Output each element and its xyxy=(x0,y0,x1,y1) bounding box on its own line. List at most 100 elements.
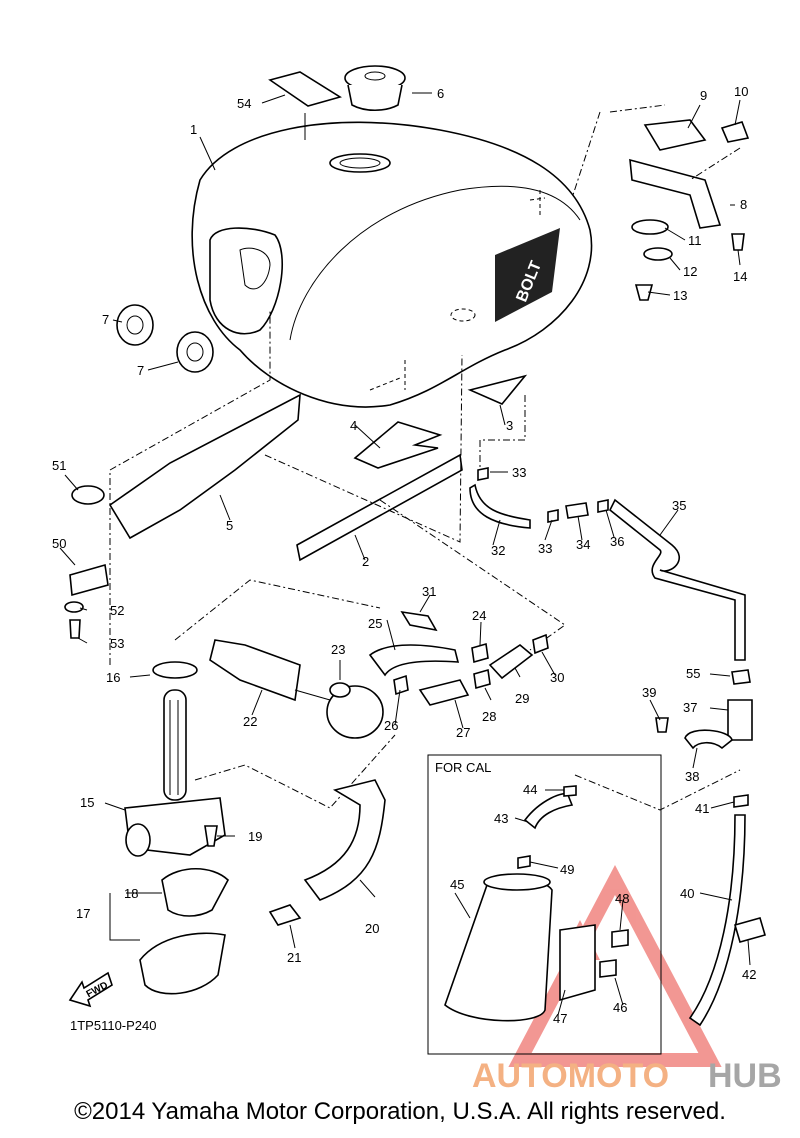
callout-53: 53 xyxy=(110,636,124,651)
bolt-14 xyxy=(731,233,745,251)
callout-8: 8 xyxy=(740,197,747,212)
callout-29: 29 xyxy=(515,691,529,706)
callout-27: 27 xyxy=(456,725,470,740)
clip-36 xyxy=(597,499,609,513)
callout-45: 45 xyxy=(450,877,464,892)
collar-12 xyxy=(643,247,673,261)
callout-46: 46 xyxy=(613,1000,627,1015)
damper-9 xyxy=(643,119,707,151)
callout-39: 39 xyxy=(642,685,656,700)
callout-38: 38 xyxy=(685,769,699,784)
clamp-55 xyxy=(731,669,751,685)
clamp-28 xyxy=(473,668,491,690)
callout-16: 16 xyxy=(106,670,120,685)
hose-35 xyxy=(608,498,746,661)
cal-box xyxy=(427,754,662,1055)
clamp-42 xyxy=(734,917,766,943)
hose-25 xyxy=(368,644,460,677)
callout-9: 9 xyxy=(700,88,707,103)
seal-51 xyxy=(71,485,105,505)
grommet-7a xyxy=(116,304,154,346)
canister-45 xyxy=(444,873,553,1022)
callout-5: 5 xyxy=(226,518,233,533)
callout-48: 48 xyxy=(615,891,629,906)
bracket-47 xyxy=(559,924,596,1002)
label-plate-54 xyxy=(268,71,342,107)
callout-31: 31 xyxy=(422,584,436,599)
cover-17 xyxy=(139,932,226,995)
damper-11 xyxy=(631,219,669,235)
fwd-label: FWD xyxy=(85,980,110,1000)
bolt-48 xyxy=(611,929,629,948)
callout-7a: 7 xyxy=(102,312,109,327)
callout-2: 2 xyxy=(362,554,369,569)
callout-20: 20 xyxy=(365,921,379,936)
callout-52: 52 xyxy=(110,603,124,618)
clip-33b xyxy=(547,509,559,523)
callout-37: 37 xyxy=(683,700,697,715)
filler-cap-6 xyxy=(344,65,406,112)
cover-18 xyxy=(161,868,229,917)
callout-36: 36 xyxy=(610,534,624,549)
joint-34 xyxy=(565,502,589,519)
callout-7b: 7 xyxy=(137,363,144,378)
callout-49: 49 xyxy=(560,862,574,877)
hose-43 xyxy=(523,793,574,830)
joint-27 xyxy=(418,679,470,706)
callout-14: 14 xyxy=(733,269,747,284)
damper-2 xyxy=(296,453,463,562)
damper-3 xyxy=(467,374,528,405)
clip-44 xyxy=(563,785,577,797)
valve-37 xyxy=(727,699,753,741)
side-cover-5 xyxy=(108,393,301,540)
watermark-text-b: HUB xyxy=(708,1057,782,1095)
bolt-46 xyxy=(599,959,617,978)
callout-4: 4 xyxy=(350,418,357,433)
hose-40 xyxy=(688,814,746,1027)
fuel-tank: BOLT xyxy=(191,121,593,408)
sender-50 xyxy=(69,563,109,597)
clip-33a xyxy=(477,467,489,481)
callout-22: 22 xyxy=(243,714,257,729)
tank-bracket-8 xyxy=(629,158,722,229)
callout-24: 24 xyxy=(472,608,486,623)
callout-6: 6 xyxy=(437,86,444,101)
cal-box-label: FOR CAL xyxy=(435,760,491,775)
screw-19 xyxy=(204,825,218,847)
hose-29 xyxy=(488,644,534,680)
callout-42: 42 xyxy=(742,967,756,982)
callout-3: 3 xyxy=(506,418,513,433)
callout-44: 44 xyxy=(523,782,537,797)
callout-1: 1 xyxy=(190,122,197,137)
copyright-notice: ©2014 Yamaha Motor Corporation, U.S.A. A… xyxy=(74,1098,726,1125)
clip-41 xyxy=(733,794,749,808)
callout-33b: 33 xyxy=(538,541,552,556)
callout-34: 34 xyxy=(576,537,590,552)
callout-47: 47 xyxy=(553,1011,567,1026)
callout-28: 28 xyxy=(482,709,496,724)
callout-30: 30 xyxy=(550,670,564,685)
callout-43: 43 xyxy=(494,811,508,826)
screw-39 xyxy=(655,717,669,733)
callout-19: 19 xyxy=(248,829,262,844)
leader-lines xyxy=(59,92,751,1016)
damper-4 xyxy=(353,421,443,469)
callout-23: 23 xyxy=(331,642,345,657)
callout-26: 26 xyxy=(384,718,398,733)
bolt-53 xyxy=(69,619,81,639)
callout-40: 40 xyxy=(680,886,694,901)
washer-52 xyxy=(64,601,84,613)
watermark-text: AUTOMOTO HUB xyxy=(472,1057,782,1095)
callout-18: 18 xyxy=(124,886,138,901)
callout-32: 32 xyxy=(491,543,505,558)
callout-13: 13 xyxy=(673,288,687,303)
clip-49 xyxy=(517,855,531,869)
watermark-text-a: AUTOMOTO xyxy=(472,1057,669,1095)
callout-50: 50 xyxy=(52,536,66,551)
callout-21: 21 xyxy=(287,950,301,965)
callout-10: 10 xyxy=(734,84,748,99)
fuel-hose-20 xyxy=(303,779,386,901)
callout-numbers: 1 2 3 4 5 6 7 7 8 9 10 11 12 13 14 15 16… xyxy=(52,84,756,1026)
callout-15: 15 xyxy=(80,795,94,810)
